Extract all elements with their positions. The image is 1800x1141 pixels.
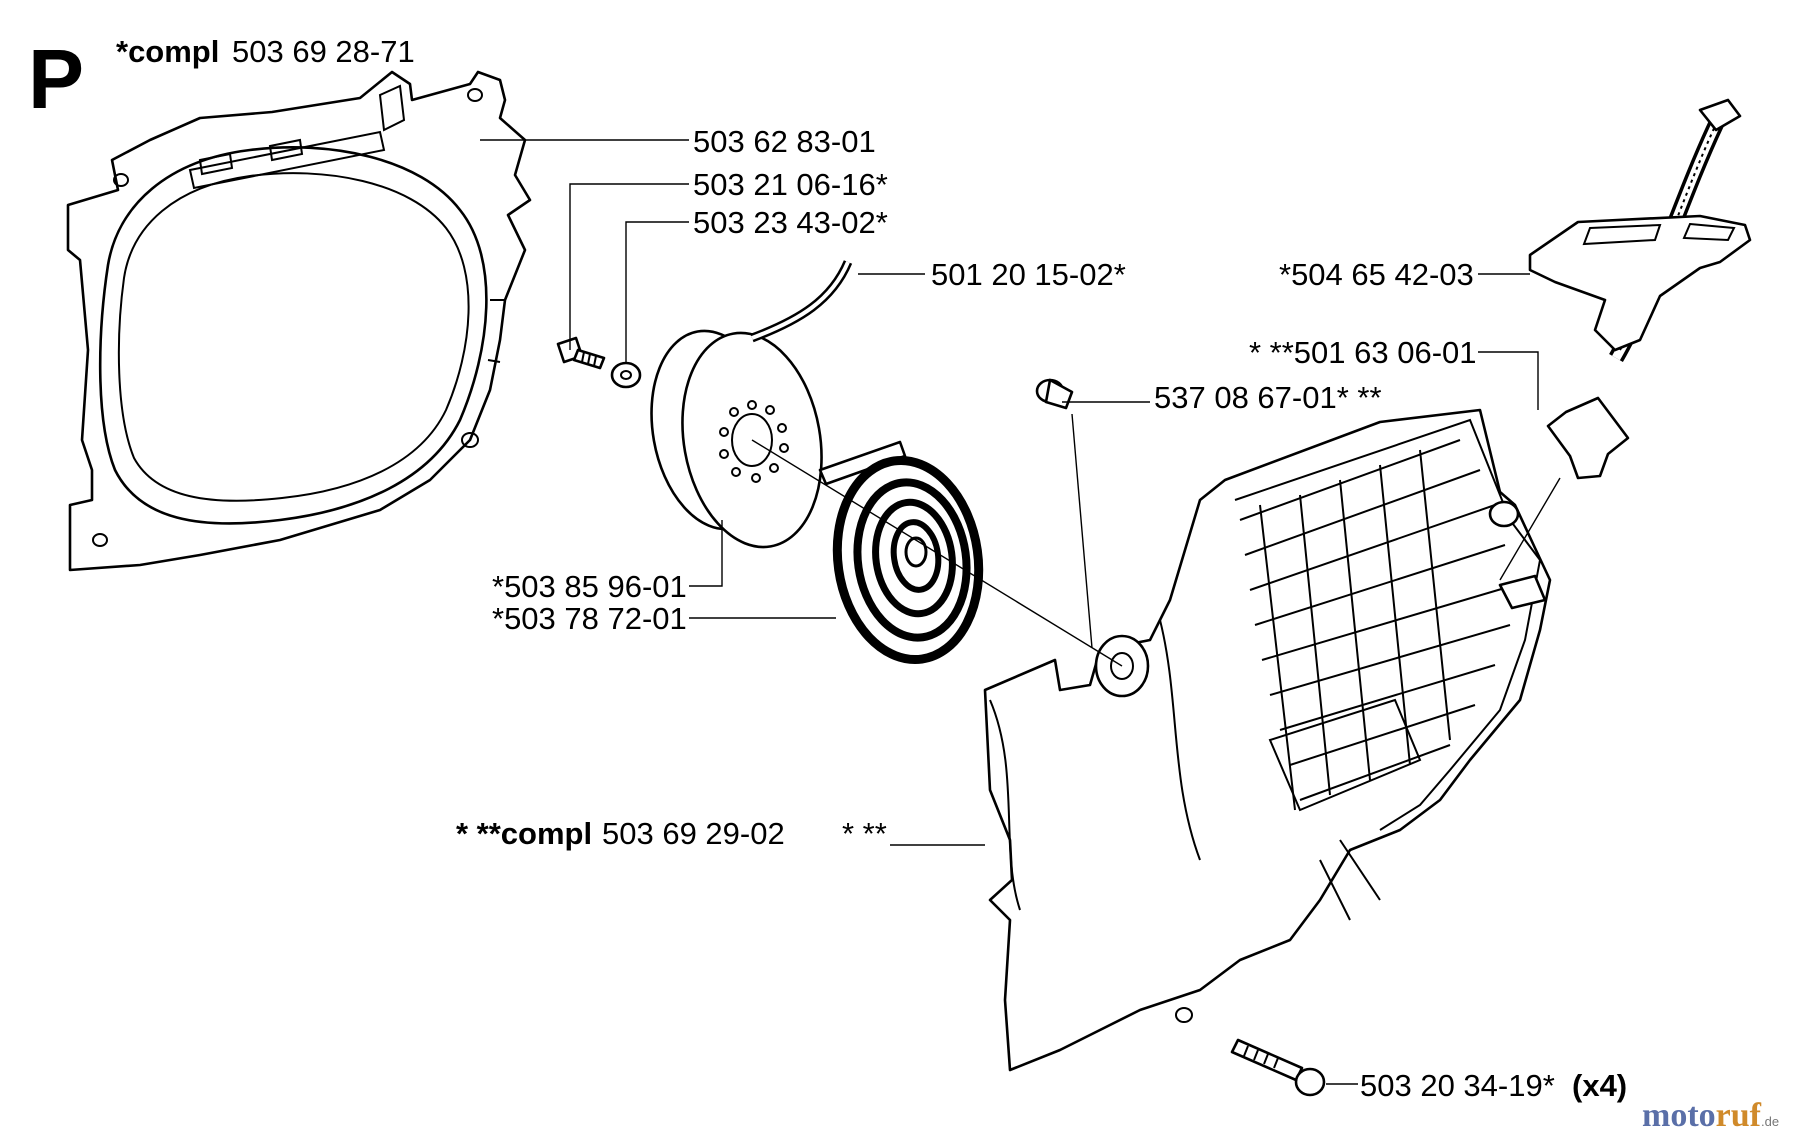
label-rope-guide: * **501 63 06-01 (1249, 335, 1477, 370)
small-screw-part (556, 336, 606, 370)
watermark-part-b: ruf (1716, 1097, 1762, 1134)
label-bushing: 537 08 67-01* ** (1154, 380, 1382, 415)
section-letter: P (28, 32, 84, 126)
label-handle: *504 65 42-03 (1279, 257, 1474, 292)
fan-housing-part (66, 70, 532, 572)
watermark-suffix: .de (1761, 1114, 1779, 1129)
handle-part (1528, 98, 1752, 480)
label-cover-assembly-prefix: * **compl (456, 816, 592, 851)
label-cover-screw-number: 503 20 34-19* (1360, 1068, 1555, 1103)
watermark: motoruf.de (1642, 1097, 1779, 1134)
cover-screw-part (1230, 1038, 1326, 1097)
upper-assembly-number: 503 69 28-71 (232, 34, 415, 69)
watermark-text: motoruf.de (1642, 1097, 1779, 1134)
label-screw-small: 503 21 06-16* (693, 167, 888, 202)
bushing-part (1035, 378, 1074, 410)
upper-assembly-prefix: *compl (116, 34, 219, 69)
label-pulley: *503 85 96-01 (492, 569, 687, 604)
starter-cover-part (983, 408, 1552, 1072)
recoil-spring-part (818, 440, 984, 665)
label-recoil-spring: *503 78 72-01 (492, 601, 687, 636)
label-cover-marks: * ** (842, 816, 887, 851)
label-cover-screw-qty: (x4) (1572, 1068, 1627, 1103)
label-cover-assembly-number: 503 69 29-02 (602, 816, 785, 851)
washer-part (610, 361, 642, 389)
watermark-part-a: moto (1642, 1097, 1716, 1134)
leader-lines (480, 139, 1561, 1085)
label-washer: 503 23 43-02* (693, 205, 888, 240)
label-fan-housing: 503 62 83-01 (693, 124, 876, 159)
starter-rope-part (750, 260, 853, 343)
pulley-part (650, 329, 823, 549)
label-starter-rope: 501 20 15-02* (931, 257, 1126, 292)
